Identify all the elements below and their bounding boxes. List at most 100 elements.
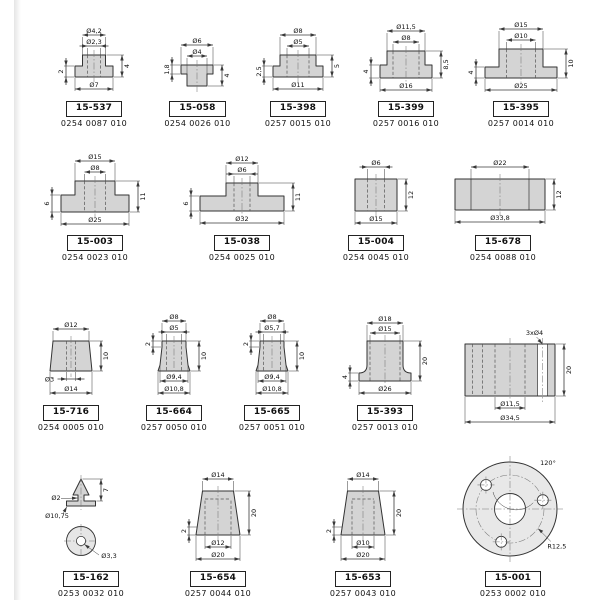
dimension-label: 2 [325, 529, 333, 533]
dimension-label: Ø11,5 [396, 23, 416, 31]
order-code: 0257 0050 010 [140, 423, 208, 432]
dimension-label: Ø15 [369, 215, 382, 223]
dimension-label: Ø11,5 [500, 400, 520, 408]
dimension-label: 11 [294, 193, 302, 201]
dimension-label: Ø5,7 [264, 324, 279, 332]
order-code: 0254 0026 010 [164, 119, 231, 128]
order-code: 0257 0051 010 [238, 423, 306, 432]
dimension-label: Ø8 [401, 34, 410, 42]
dimension-label: Ø14 [356, 471, 369, 479]
dimension-label: Ø10,8 [262, 385, 282, 393]
dimension-label: Ø9,4 [264, 373, 279, 381]
part-number-box: 15-716 [42, 405, 100, 421]
order-code: 0257 0044 010 [184, 589, 252, 598]
dimension-label: Ø4 [192, 48, 201, 56]
order-code: 0257 0016 010 [372, 119, 440, 128]
dimension-label: 20 [395, 509, 403, 517]
dimension-label: Ø18 [378, 315, 391, 323]
dimension-label: Ø3,3 [101, 552, 116, 560]
dimension-label: Ø3 [45, 376, 54, 384]
dimension-label: Ø26 [378, 385, 391, 393]
dimension-label: Ø12 [235, 155, 248, 163]
part-number-box: 15-653 [334, 571, 392, 587]
order-code: 0254 0045 010 [342, 253, 410, 262]
dimension-label: 20 [250, 509, 258, 517]
dimension-label: Ø5 [169, 324, 178, 332]
dimension-label: 120° [540, 459, 556, 467]
dimension-label: Ø10,75 [45, 512, 69, 520]
part-number-box: 15-537 [65, 101, 123, 117]
dimension-label: 2 [144, 342, 152, 346]
dimension-label: Ø22 [493, 159, 506, 167]
dimension-label: 1,8 [163, 65, 171, 75]
dimension-label: 11 [139, 193, 147, 201]
dimension-label: Ø6 [371, 159, 380, 167]
dimension-label: 6 [182, 202, 190, 206]
part-number-box: 15-654 [189, 571, 247, 587]
dimension-label: Ø9,4 [166, 373, 181, 381]
part-number-box: 15-395 [492, 101, 550, 117]
dimension-label: Ø11 [291, 81, 304, 89]
dimension-label: 12 [555, 191, 563, 199]
dimension-label: 4 [123, 64, 131, 68]
dimension-label: Ø15 [514, 21, 527, 29]
part-number-box: 15-001 [484, 571, 542, 587]
dimension-label: Ø32 [235, 215, 248, 223]
dimension-label: 2,5 [255, 67, 263, 77]
dimension-label: 5 [333, 64, 341, 68]
dimension-label: Ø15 [378, 325, 391, 333]
dimension-label: 10 [298, 352, 306, 360]
order-code: 0254 0087 010 [60, 119, 128, 128]
dimension-label: Ø10,8 [164, 385, 184, 393]
part-number-box: 15-058 [169, 101, 226, 117]
part-number-box: 15-399 [377, 101, 435, 117]
dimension-label: Ø12 [64, 321, 77, 329]
dimension-label: 2 [242, 342, 250, 346]
dimension-label: Ø4,2 [86, 27, 101, 35]
dimension-label: 10 [102, 352, 110, 360]
part-number-box: 15-398 [269, 101, 327, 117]
dimension-label: Ø25 [514, 82, 527, 90]
dimension-label: Ø14 [64, 385, 77, 393]
dimension-label: Ø6 [192, 37, 201, 45]
dimension-label: 4 [341, 375, 349, 379]
dimension-label: Ø10 [356, 539, 369, 547]
dimension-label: 12 [407, 191, 415, 199]
dimension-label: Ø14 [211, 471, 224, 479]
dimension-label: Ø10 [514, 32, 527, 40]
dimension-label: 4 [223, 74, 231, 78]
dimension-label: 20 [421, 357, 429, 365]
part-number-box: 15-665 [243, 405, 301, 421]
dimension-label: 7 [102, 488, 110, 492]
part-number-box: 15-664 [145, 405, 203, 421]
order-code: 0254 0023 010 [61, 253, 129, 262]
dimension-label: Ø8 [293, 27, 302, 35]
dimension-label: Ø2,3 [86, 38, 101, 46]
dimension-label: Ø33,8 [490, 214, 510, 222]
order-code: 0253 0032 010 [57, 589, 125, 598]
dimension-label: Ø12 [211, 539, 224, 547]
dimension-label: 8,5 [442, 60, 450, 70]
part-number-box: 15-003 [66, 235, 124, 251]
